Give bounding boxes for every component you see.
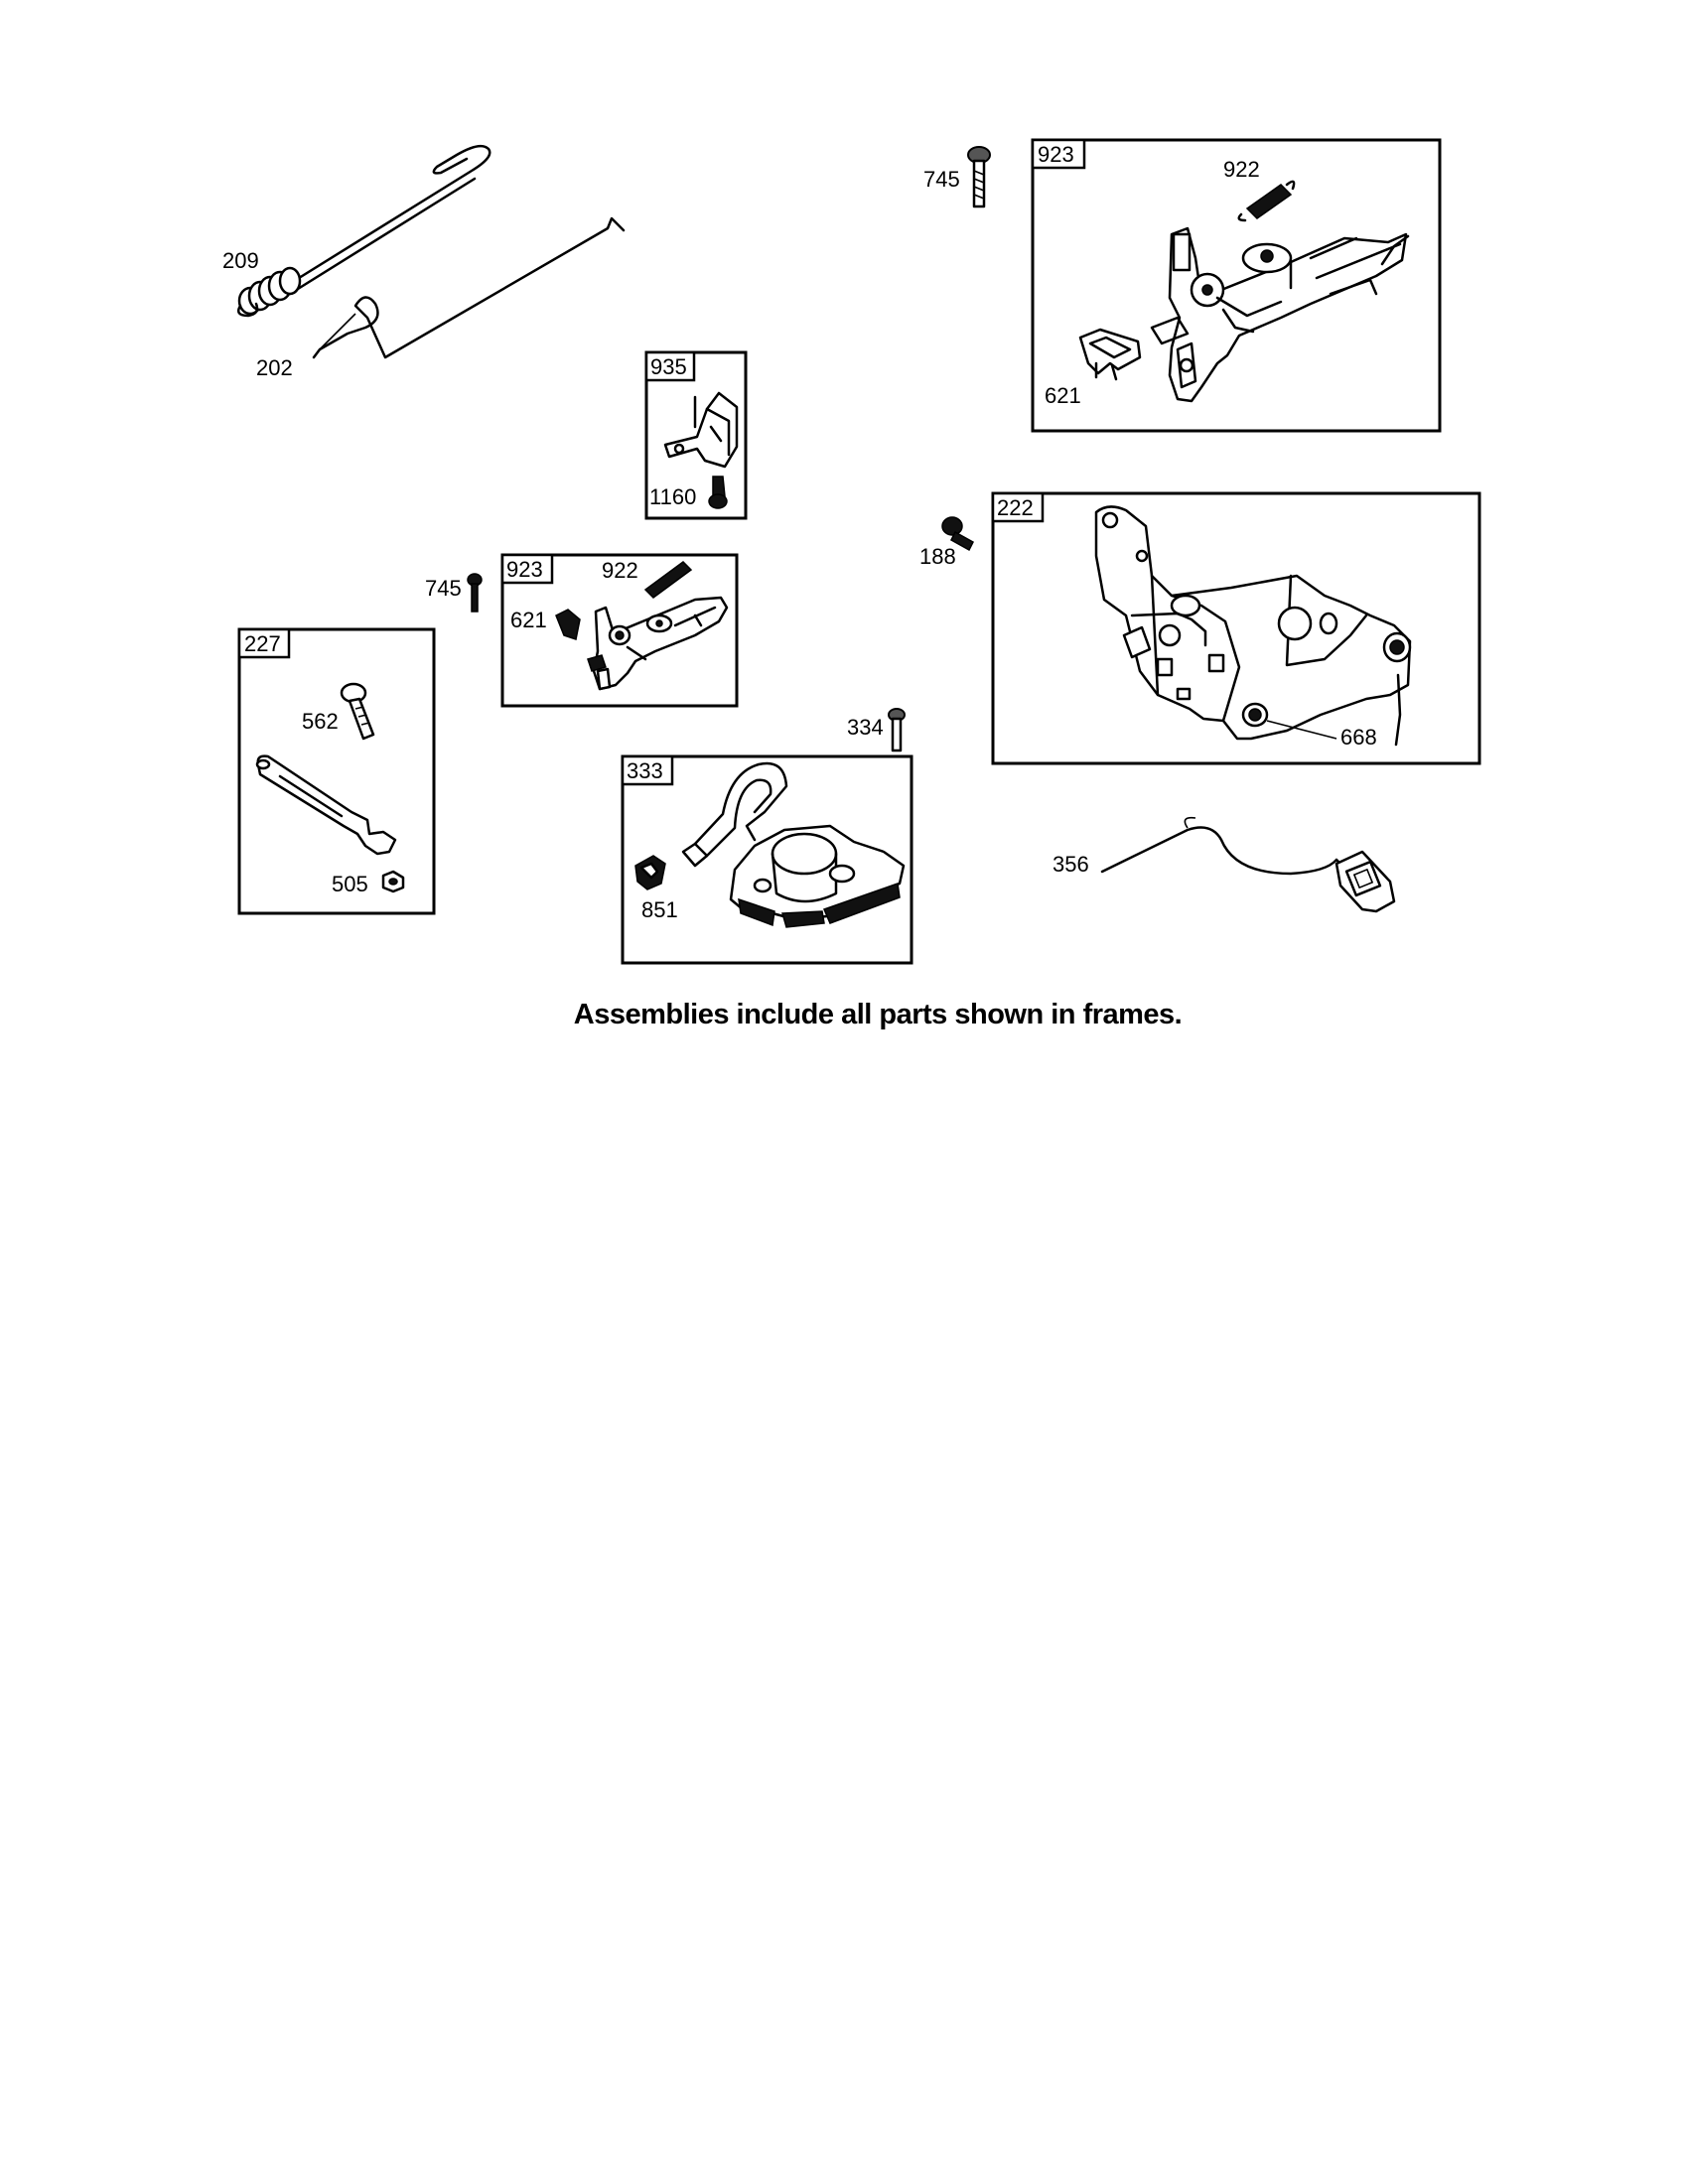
spring-922-mid-drawing — [643, 561, 693, 599]
frame-935: 935 1160 — [644, 350, 748, 520]
frame-label-923-top: 923 — [1038, 142, 1074, 167]
bracket-935-drawing — [663, 391, 739, 509]
part-label-745-mid: 745 — [425, 576, 462, 601]
part-label-668: 668 — [1340, 725, 1377, 750]
clip-851-drawing — [634, 855, 666, 890]
leader-668 — [1266, 720, 1337, 740]
screw-188-drawing — [941, 516, 974, 552]
part-label-202: 202 — [256, 355, 293, 380]
frame-923-mid: 923 922 621 — [500, 553, 739, 708]
control-bracket-222-drawing — [1094, 505, 1412, 747]
bolt-562-drawing — [340, 682, 375, 741]
bolt-334-drawing — [888, 708, 906, 752]
bolt-745-top-drawing — [967, 146, 991, 208]
part-label-562: 562 — [302, 709, 339, 734]
bolt-745-mid-drawing — [467, 573, 483, 613]
frame-222: 222 668 — [991, 491, 1481, 765]
part-label-188: 188 — [919, 544, 956, 569]
ground-wire-356-drawing — [1100, 816, 1396, 913]
frame-label-935: 935 — [650, 354, 687, 379]
part-label-851: 851 — [641, 897, 678, 922]
nut-505-drawing — [381, 870, 405, 893]
part-label-1160: 1160 — [649, 484, 696, 509]
frame-label-333: 333 — [627, 758, 663, 783]
part-label-621-mid: 621 — [510, 608, 547, 632]
part-label-621-top: 621 — [1045, 383, 1081, 408]
part-label-745-top: 745 — [923, 167, 960, 192]
governor-bracket-923-mid-drawing — [587, 596, 729, 691]
frame-label-222: 222 — [997, 495, 1034, 520]
governor-bracket-923-top-drawing — [1150, 226, 1410, 403]
clip-621-top-drawing — [1078, 328, 1142, 381]
part-label-209: 209 — [222, 248, 259, 273]
spring-922-top-drawing — [1237, 180, 1296, 222]
part-label-505: 505 — [332, 872, 368, 896]
frame-label-227: 227 — [244, 631, 281, 656]
part-label-922-mid: 922 — [602, 558, 638, 583]
spring-209-drawing — [237, 144, 491, 318]
part-label-922-top: 922 — [1223, 157, 1260, 182]
caption: Assemblies include all parts shown in fr… — [573, 999, 1183, 1030]
rod-202-drawing — [312, 216, 626, 359]
frame-label-923-mid: 923 — [506, 557, 543, 582]
part-label-356: 356 — [1052, 852, 1089, 877]
ignition-coil-333-drawing — [681, 761, 906, 928]
frame-333: 333 851 — [621, 754, 913, 965]
part-label-334: 334 — [847, 715, 884, 740]
frame-227: 227 562 505 — [237, 627, 436, 915]
clip-621-mid-drawing — [555, 609, 581, 640]
lever-227-drawing — [255, 754, 397, 856]
frame-923-top: 923 922 621 — [1031, 138, 1442, 433]
